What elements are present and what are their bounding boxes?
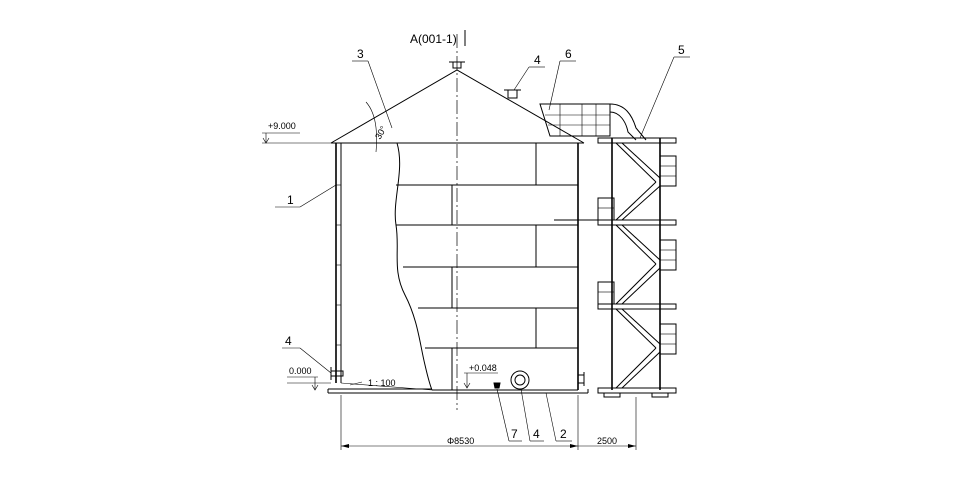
section-ref-label: A(001-1) xyxy=(410,32,457,46)
callout-6: 6 xyxy=(548,47,576,111)
svg-text:4: 4 xyxy=(285,334,292,348)
stair-width-dimension: 2500 xyxy=(578,397,637,450)
level-mark-floor: +0.048 xyxy=(463,363,498,389)
drain xyxy=(493,382,501,389)
level-mark-zero: 0.000 xyxy=(287,366,331,391)
svg-text:4: 4 xyxy=(533,427,540,441)
svg-text:5: 5 xyxy=(678,43,685,57)
tank-base xyxy=(327,382,589,394)
vent-duct xyxy=(539,103,647,141)
callout-4-roof: 4 xyxy=(513,53,545,91)
callout-4-left: 4 xyxy=(282,334,332,374)
svg-text:1: 1 xyxy=(287,193,294,207)
roof-angle-label: 30° xyxy=(373,124,389,141)
slope-arrow xyxy=(349,381,363,386)
nozzle-left xyxy=(330,367,344,380)
svg-text:4: 4 xyxy=(534,53,541,67)
svg-text:6: 6 xyxy=(565,47,572,61)
svg-text:7: 7 xyxy=(511,427,518,441)
callout-7: 7 xyxy=(496,388,522,442)
stair-width-label: 2500 xyxy=(597,436,617,446)
callout-5: 5 xyxy=(639,43,690,139)
nozzle-right xyxy=(577,372,585,386)
svg-text:3: 3 xyxy=(357,47,364,61)
callout-1: 1 xyxy=(275,184,337,208)
angle-arc xyxy=(365,101,377,153)
manhole xyxy=(510,370,530,390)
slope-label: 1 : 100 xyxy=(368,378,396,388)
stair-tower xyxy=(597,137,677,398)
diameter-dimension: Φ8530 xyxy=(340,395,579,450)
level-floor-label: +0.048 xyxy=(469,363,497,373)
callout-3: 3 xyxy=(352,47,393,129)
tank-roof xyxy=(330,61,585,144)
shell-courses xyxy=(396,143,620,390)
callout-2: 2 xyxy=(545,392,572,442)
level-top-label: +9.000 xyxy=(268,121,296,131)
level-mark-top: +9.000 xyxy=(262,121,336,144)
svg-text:2: 2 xyxy=(560,427,567,441)
diameter-label: Φ8530 xyxy=(447,436,474,446)
level-zero-label: 0.000 xyxy=(289,366,312,376)
callout-4-bottom: 4 xyxy=(520,388,544,442)
